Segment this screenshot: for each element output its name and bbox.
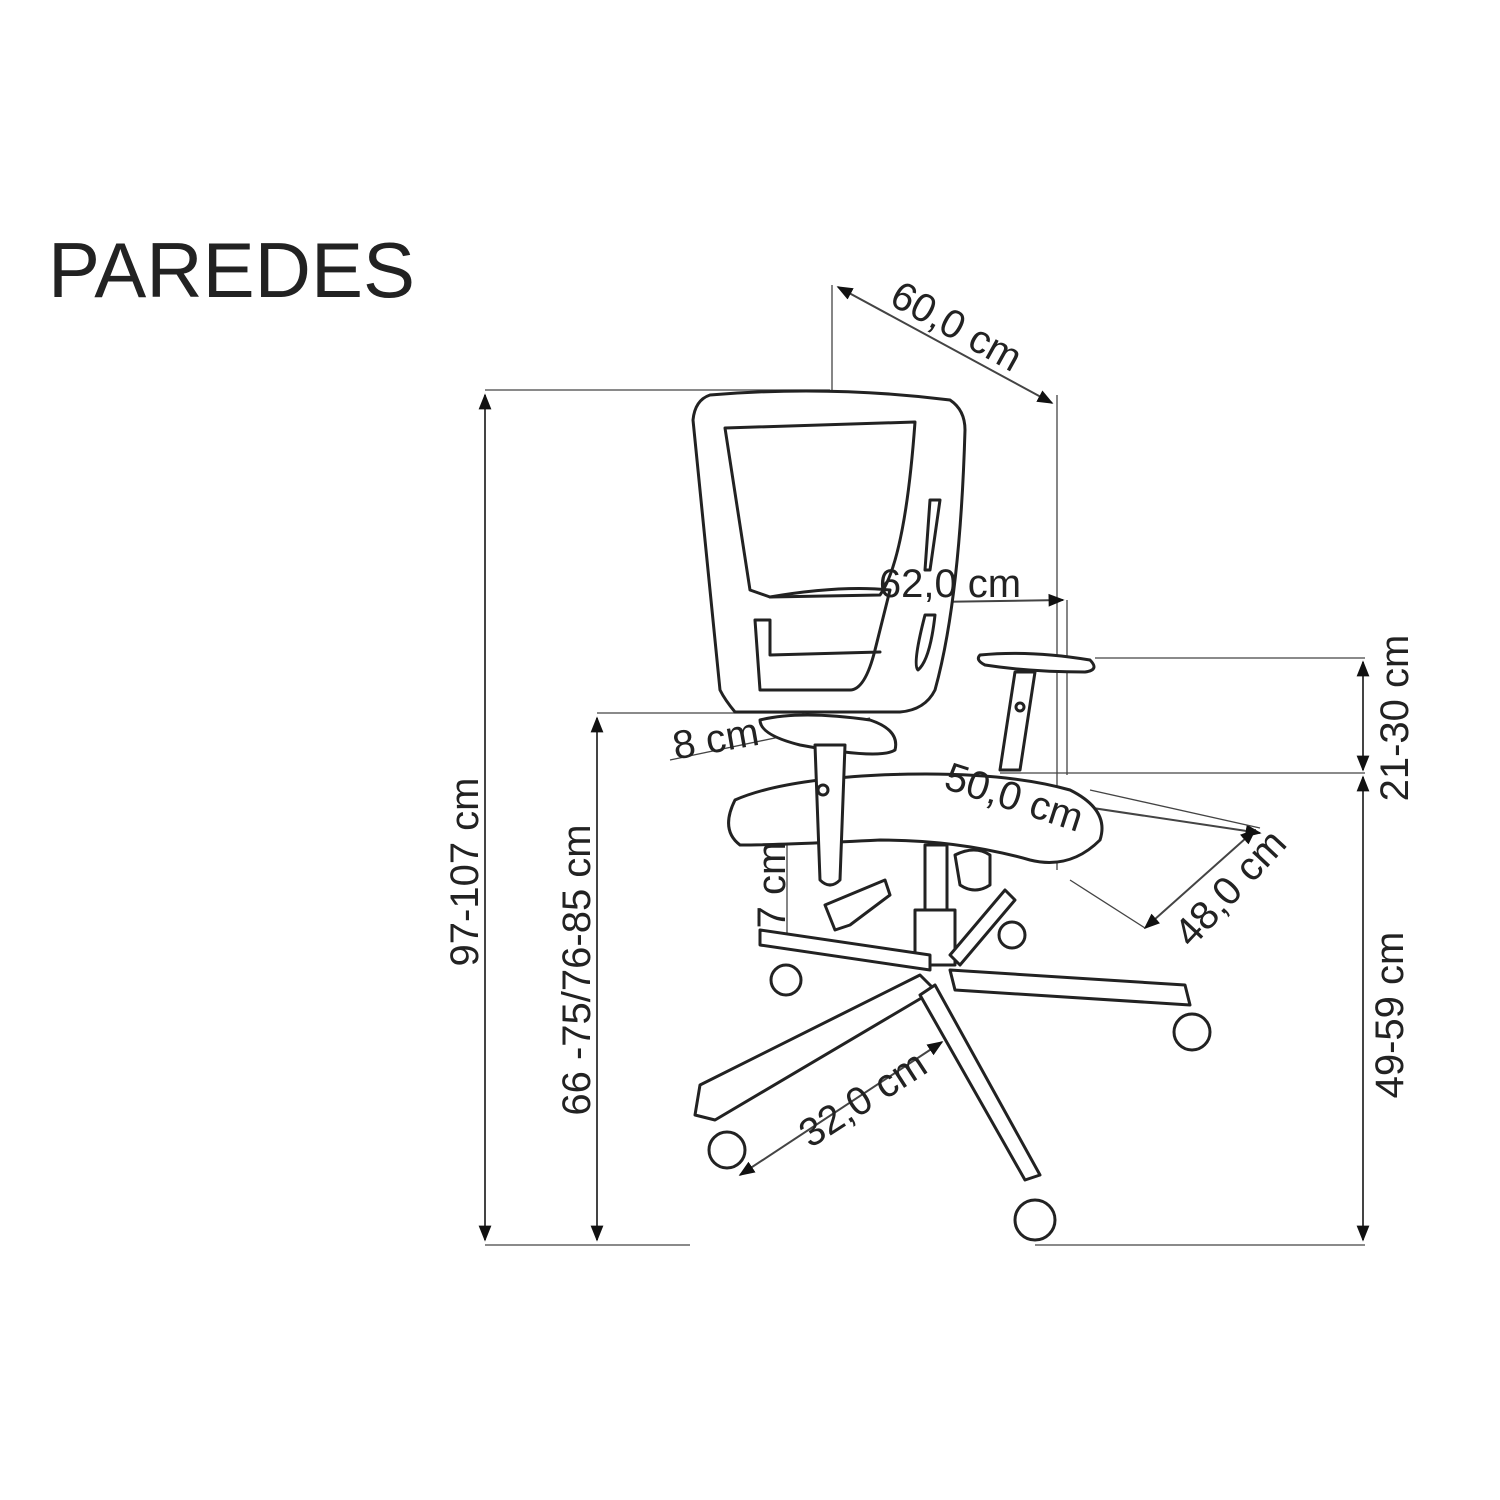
label-armrest-adjust: 8 cm [669, 710, 762, 768]
label-backrest-depth: 60,0 cm [883, 273, 1029, 380]
label-seat-slide: 7 cm [750, 842, 794, 929]
label-seat-height: 49-59 cm [1368, 932, 1412, 1099]
label-total-width: 62,0 cm [879, 562, 1021, 606]
chair-illustration [691, 389, 1212, 1242]
label-armrest-height: 66 -75/76-85 cm [555, 824, 599, 1115]
page-title: PAREDES [48, 226, 415, 314]
label-seat-depth: 48,0 cm [1166, 821, 1295, 955]
label-arm-to-seat: 21-30 cm [1373, 635, 1417, 802]
label-total-height: 97-107 cm [443, 778, 487, 967]
